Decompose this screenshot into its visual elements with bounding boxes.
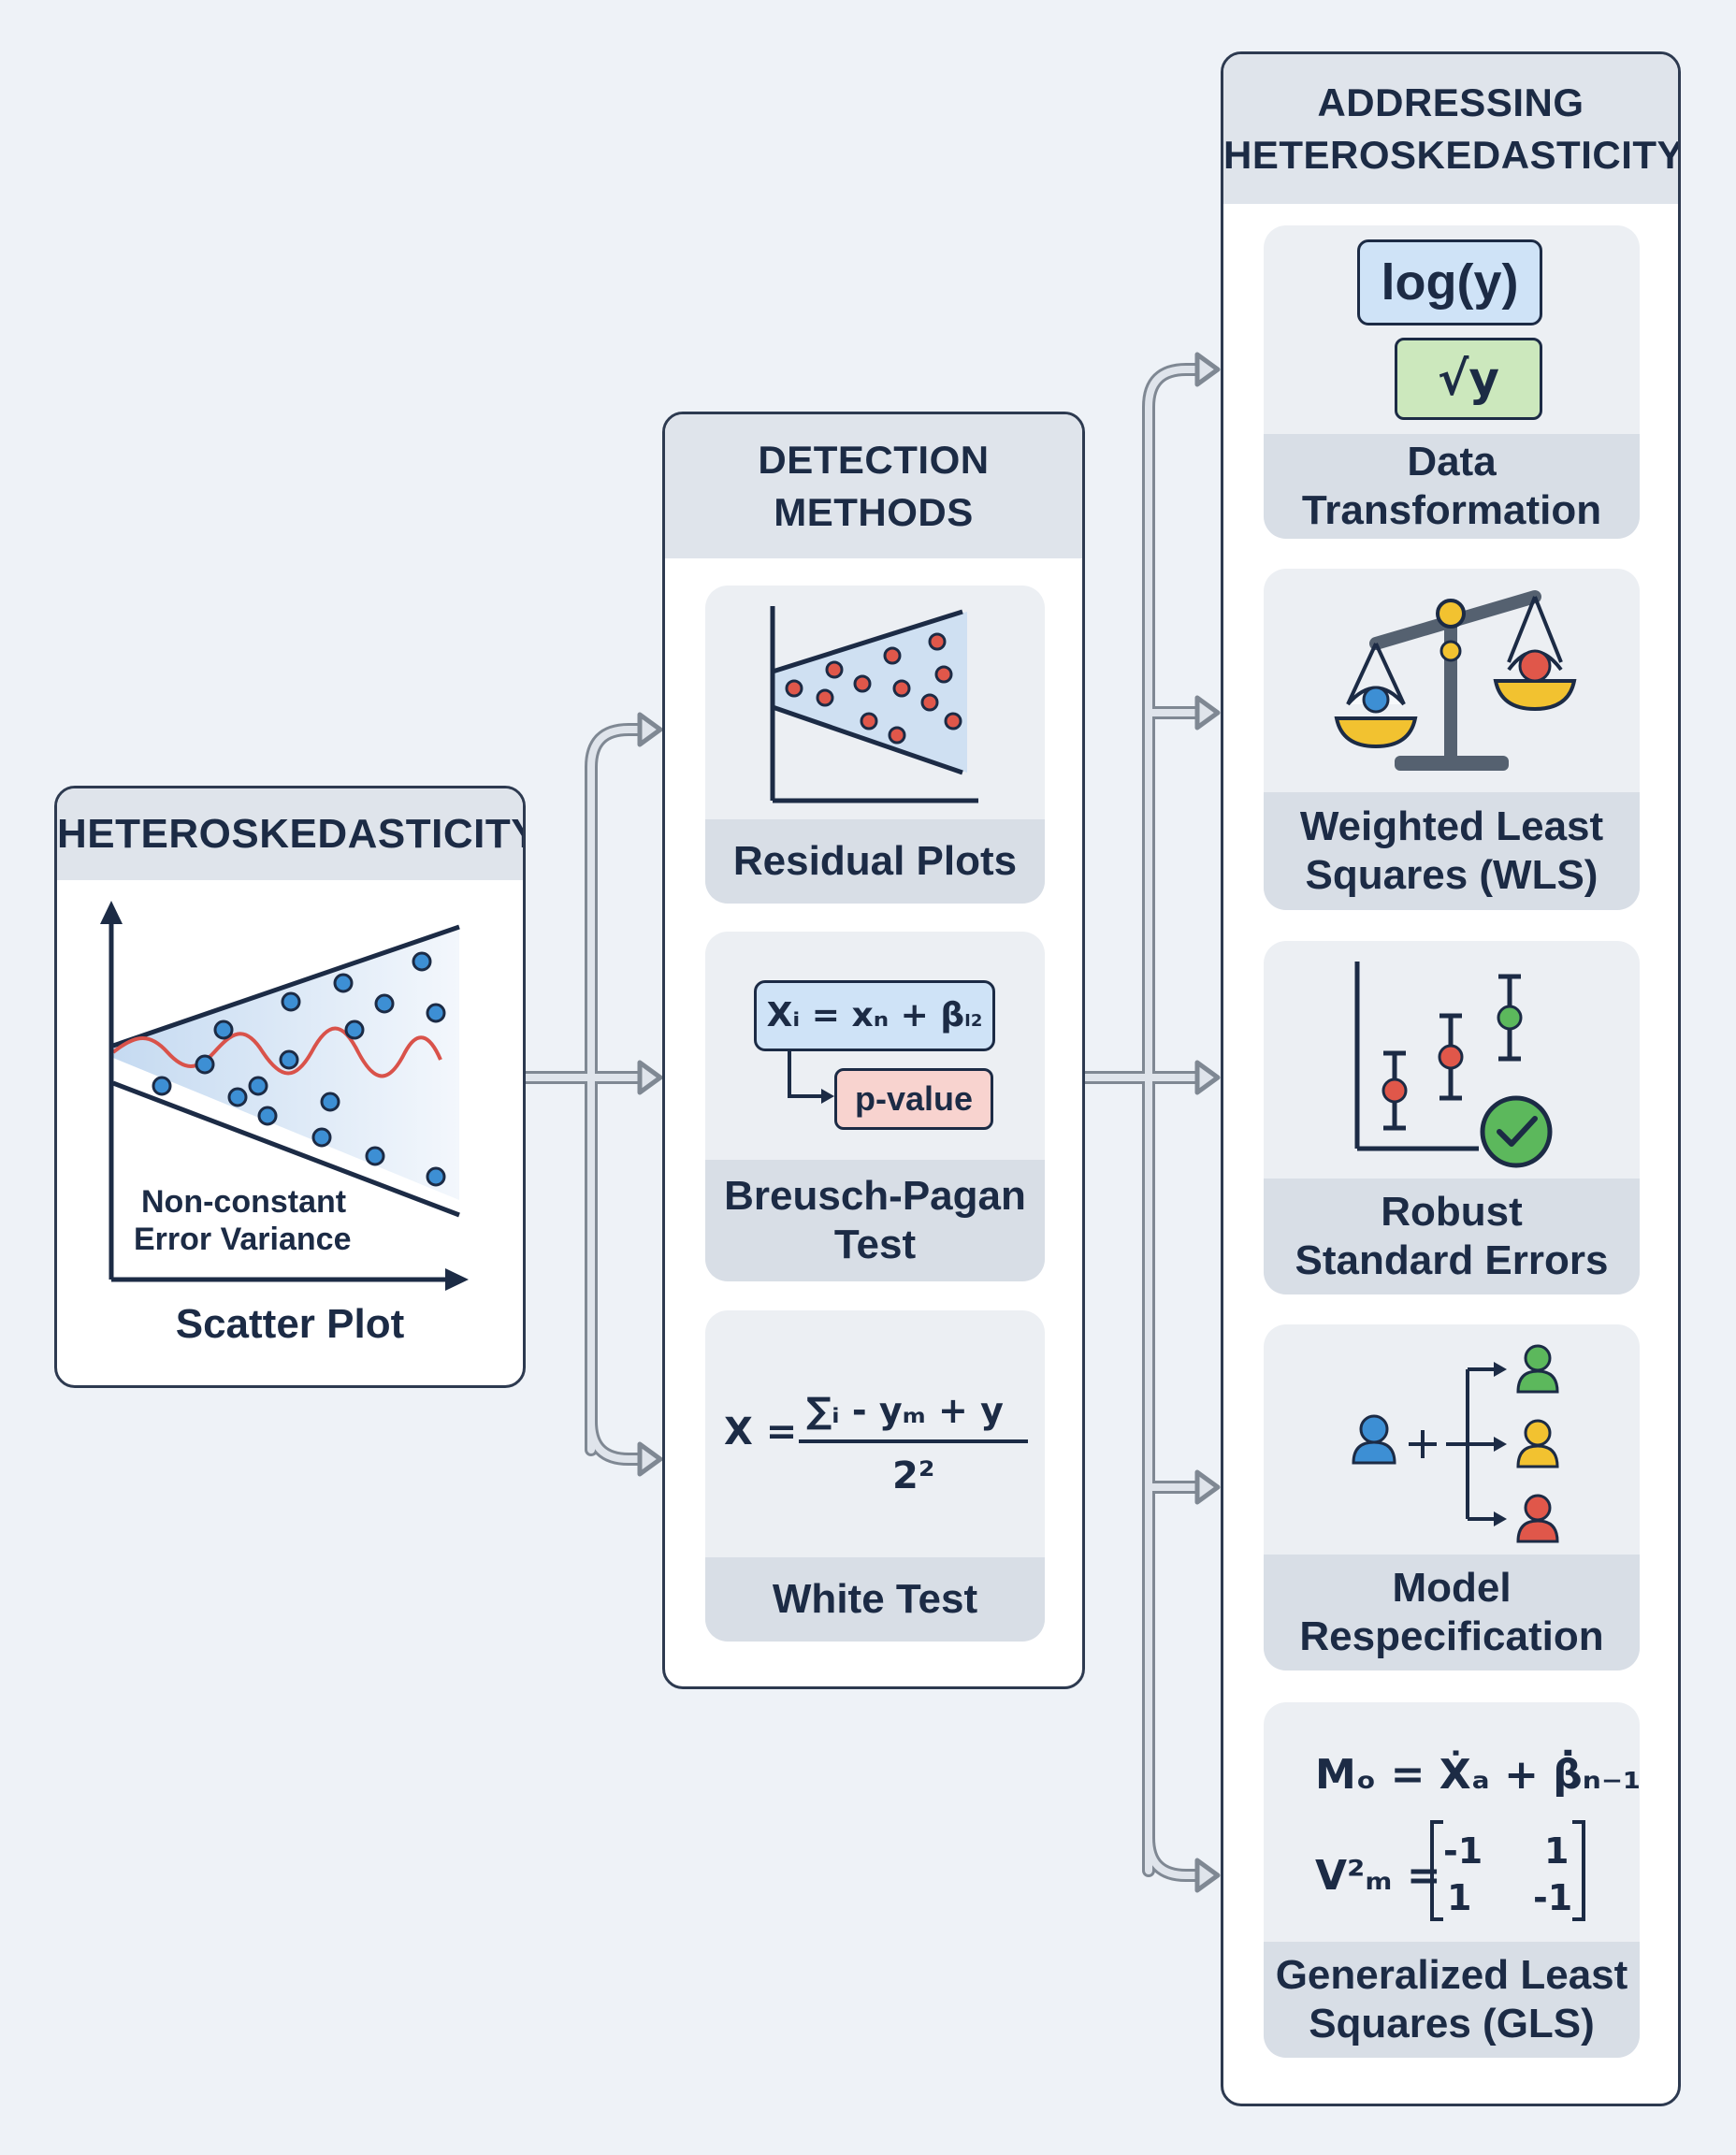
white-test-card[interactable]: X = ∑ᵢ - yₘ + y 2² White Test bbox=[705, 1310, 1045, 1642]
breusch-pagan-card[interactable]: Xᵢ = xₙ + βI2 p-value Breusch-Pagan Test bbox=[705, 932, 1045, 1281]
residual-plots-label: Residual Plots bbox=[705, 819, 1045, 904]
wls-label-line-2: Squares (WLS) bbox=[1305, 852, 1599, 898]
p-value-box: p-value bbox=[834, 1068, 993, 1130]
right-branch-connector bbox=[1078, 363, 1208, 1882]
error-bars-icon bbox=[1354, 962, 1553, 1168]
transformation-label-line-2: Transformation bbox=[1301, 487, 1602, 533]
robust-label-line-1: Robust bbox=[1381, 1189, 1523, 1235]
matrix-cell-2: 1 bbox=[1544, 1830, 1569, 1872]
white-formula-lhs: X = bbox=[724, 1410, 797, 1454]
arrowhead-residual bbox=[637, 712, 663, 747]
data-transformation-card[interactable]: log(y) √y Data Transformation bbox=[1264, 225, 1640, 539]
robust-se-card[interactable]: Robust Standard Errors bbox=[1264, 941, 1640, 1294]
scatter-plot-caption: Scatter Plot bbox=[175, 1301, 405, 1347]
gls-card[interactable]: Mₒ = Ẋₐ + β̇ₙ₋₁ V²ₘ = -1 1 1 -1 Generali… bbox=[1264, 1702, 1640, 2058]
residual-plots-label-text: Residual Plots bbox=[732, 838, 1018, 884]
bp-label-line-2: Test bbox=[833, 1222, 917, 1267]
bp-label-line-1: Breusch-Pagan bbox=[724, 1173, 1026, 1219]
addressing-title: ADDRESSING HETEROSKEDASTICITY bbox=[1223, 54, 1678, 204]
white-test-formula: X = ∑ᵢ - yₘ + y 2² bbox=[724, 1390, 1028, 1497]
breusch-pagan-label: Breusch-Pagan Test bbox=[705, 1160, 1045, 1281]
arrowhead-breusch bbox=[637, 1060, 663, 1095]
bp-result-arrow bbox=[788, 1051, 834, 1104]
detection-title-line-2: METHODS bbox=[774, 490, 974, 534]
respec-label-line-1: Model bbox=[1392, 1565, 1512, 1611]
gls-formula-line-1: Mₒ = Ẋₐ + β̇ₙ₋₁ bbox=[1315, 1748, 1640, 1799]
person-icon-red bbox=[1516, 1494, 1559, 1543]
gls-label-line-1: Generalized Least bbox=[1275, 1952, 1628, 1998]
gls-formula: Mₒ = Ẋₐ + β̇ₙ₋₁ V²ₘ = -1 1 1 -1 bbox=[1315, 1748, 1640, 1921]
arrowhead-respec bbox=[1194, 1469, 1221, 1505]
robust-label-line-2: Standard Errors bbox=[1295, 1237, 1609, 1283]
gls-label-line-2: Squares (GLS) bbox=[1309, 2001, 1595, 2047]
bp-formula-text: Xᵢ = xₙ + β bbox=[766, 996, 965, 1034]
white-test-label: White Test bbox=[705, 1557, 1045, 1642]
scatter-points bbox=[152, 951, 446, 1187]
annotation-line-1: Non-constant bbox=[141, 1184, 347, 1220]
addressing-title-line-2: HETEROSKEDASTICITY bbox=[1223, 133, 1681, 177]
robust-se-label: Robust Standard Errors bbox=[1264, 1179, 1640, 1294]
error-variance-annotation: Non-constant Error Variance bbox=[134, 1183, 351, 1258]
panel-title-text: HETEROSKEDASTICITY bbox=[57, 811, 526, 857]
y-axis-arrow bbox=[100, 901, 123, 924]
arrowhead-robust bbox=[1194, 1060, 1221, 1095]
residual-wave bbox=[111, 1026, 442, 1078]
transformation-label-line-1: Data bbox=[1407, 439, 1497, 485]
matrix-cell-3: 1 bbox=[1447, 1877, 1471, 1918]
x-axis-arrow bbox=[445, 1268, 469, 1291]
white-test-label-text: White Test bbox=[772, 1576, 978, 1622]
respec-label-line-2: Respecification bbox=[1299, 1613, 1604, 1659]
white-formula-denominator: 2² bbox=[892, 1454, 934, 1497]
data-transformation-label: Data Transformation bbox=[1264, 434, 1640, 539]
fan-lower-edge bbox=[112, 1080, 460, 1218]
person-icon-yellow bbox=[1516, 1419, 1559, 1468]
model-respecification-card[interactable]: Model Respecification bbox=[1264, 1324, 1640, 1670]
bp-formula-box: Xᵢ = xₙ + βI2 bbox=[754, 980, 995, 1051]
detection-methods-panel: DETECTION METHODS Residual Plots Xᵢ bbox=[662, 412, 1085, 1689]
arrowhead-transformation bbox=[1194, 352, 1221, 387]
balance-scale-icon bbox=[1334, 590, 1577, 771]
scatter-plot-illustration bbox=[100, 901, 469, 1291]
addressing-panel: ADDRESSING HETEROSKEDASTICITY log(y) √y … bbox=[1221, 51, 1681, 2106]
detection-title-line-1: DETECTION bbox=[758, 438, 990, 482]
log-y-box: log(y) bbox=[1357, 239, 1542, 325]
gls-formula-lhs: V²ₘ = bbox=[1315, 1852, 1441, 1900]
arrowhead-gls bbox=[1194, 1858, 1221, 1893]
wls-card[interactable]: Weighted Least Squares (WLS) bbox=[1264, 569, 1640, 910]
check-badge-icon bbox=[1480, 1095, 1553, 1168]
white-formula-numerator: ∑ᵢ - yₘ + y bbox=[806, 1390, 1004, 1431]
model-branching-icon bbox=[1352, 1344, 1559, 1543]
residual-plot-icon bbox=[770, 606, 978, 803]
person-icon-green bbox=[1516, 1344, 1559, 1394]
matrix-cell-4: -1 bbox=[1533, 1877, 1572, 1918]
matrix-cell-1: -1 bbox=[1443, 1830, 1483, 1872]
residual-plots-card[interactable]: Residual Plots bbox=[705, 586, 1045, 904]
detection-methods-title: DETECTION METHODS bbox=[665, 414, 1082, 558]
arrowhead-white bbox=[637, 1441, 663, 1477]
wls-label: Weighted Least Squares (WLS) bbox=[1264, 792, 1640, 910]
annotation-line-2: Error Variance bbox=[134, 1222, 352, 1257]
left-branch-connector bbox=[519, 723, 652, 1466]
addressing-title-line-1: ADDRESSING bbox=[1317, 80, 1584, 124]
wls-label-line-1: Weighted Least bbox=[1299, 803, 1604, 849]
person-icon-blue bbox=[1352, 1414, 1396, 1465]
heteroskedasticity-panel: HETEROSKEDASTICITY Non-consta bbox=[54, 786, 526, 1388]
fan-upper-edge bbox=[112, 924, 460, 1049]
model-respecification-label: Model Respecification bbox=[1264, 1555, 1640, 1670]
gls-label: Generalized Least Squares (GLS) bbox=[1264, 1942, 1640, 2058]
sqrt-y-box: √y bbox=[1395, 338, 1542, 420]
heteroskedasticity-title: HETEROSKEDASTICITY bbox=[57, 788, 523, 880]
arrowhead-wls bbox=[1194, 695, 1221, 730]
